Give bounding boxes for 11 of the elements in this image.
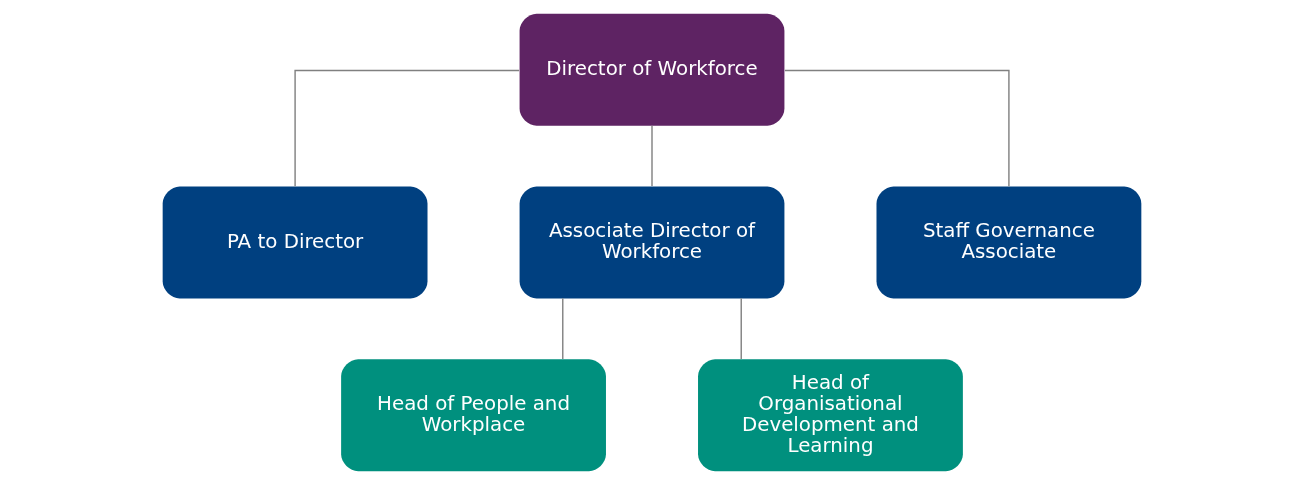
connector: [294, 69, 520, 187]
node-box: Head of People and Workplace: [341, 359, 606, 472]
node-box: PA to Director: [162, 186, 428, 299]
connector: [651, 125, 653, 187]
node-box: Staff Governance Associate: [876, 186, 1142, 299]
node-box: Head of Organisational Development and Learning: [698, 359, 963, 472]
connector: [740, 297, 742, 360]
connector: [784, 69, 1010, 187]
connector: [562, 297, 564, 360]
node-box: Associate Director of Workforce: [519, 186, 785, 299]
node-box: Director of Workforce: [519, 13, 785, 126]
